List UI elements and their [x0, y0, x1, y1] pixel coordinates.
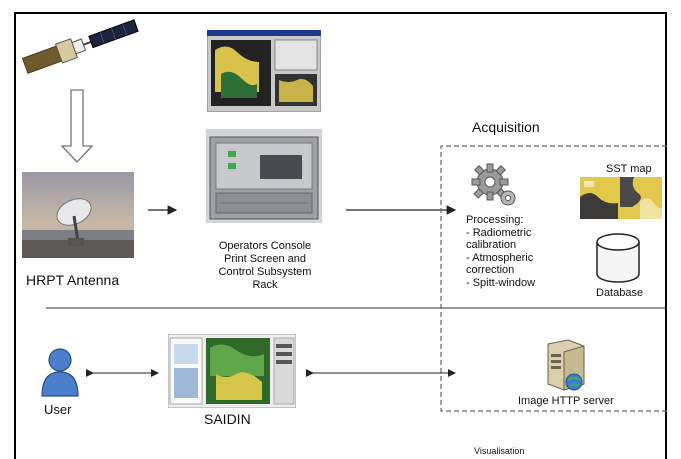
processing-label: Processing: - Radiometric calibration - …: [466, 214, 536, 289]
user-icon: [41, 348, 79, 397]
saidin-screenshot-image: [168, 334, 296, 408]
console-screen-image: [207, 30, 321, 112]
image-http-server-label: Image HTTP server: [518, 395, 614, 407]
satellite-icon: [21, 19, 139, 74]
sst-map-label: SST map: [606, 163, 652, 175]
acquisition-dashed-box: [440, 145, 667, 412]
saidin-label: SAIDIN: [204, 411, 251, 427]
console-rack-photo: [206, 129, 322, 223]
gear-icon: [471, 163, 516, 206]
user-label: User: [44, 402, 72, 417]
diagram-frame: [14, 12, 667, 459]
database-cylinder-icon: [596, 233, 640, 283]
operators-console-label: Operators Console Print Screen and Contr…: [218, 240, 312, 291]
acquisition-label: Acquisition: [472, 119, 540, 135]
sst-map-image: [580, 177, 662, 219]
satellite-dish-photo: [22, 172, 134, 258]
visualisation-label: Visualisation: [474, 446, 525, 456]
downlink-arrow: [60, 89, 94, 163]
hrpt-antenna-label: HRPT Antenna: [26, 272, 120, 288]
server-icon: [547, 339, 585, 391]
database-label: Database: [596, 287, 644, 299]
